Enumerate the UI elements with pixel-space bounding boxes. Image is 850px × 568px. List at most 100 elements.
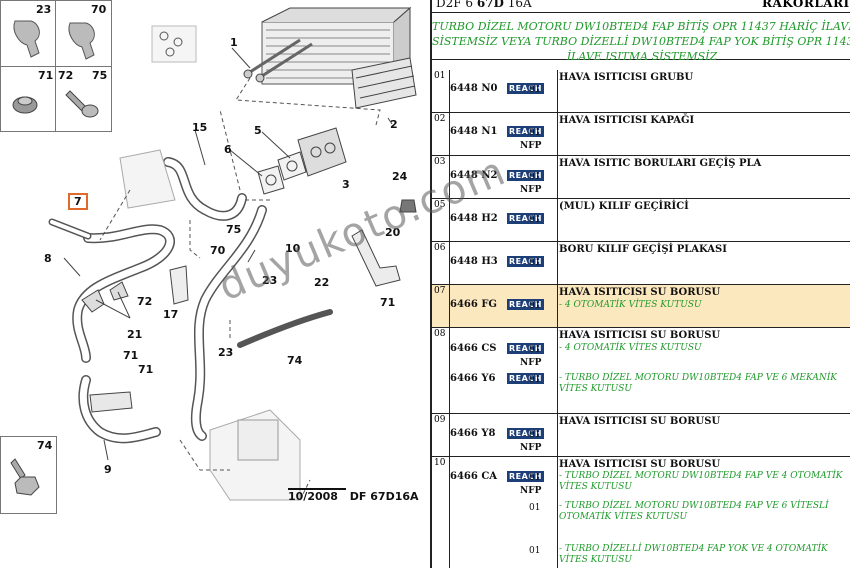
- thumb-part-70[interactable]: 70: [55, 0, 112, 68]
- quantity: 01: [529, 172, 541, 182]
- part-number[interactable]: 6448 H2: [450, 213, 498, 224]
- part-description: BORU KILIF GEÇİŞİ PLAKASI: [559, 244, 727, 255]
- reach-badge: REACH: [507, 428, 544, 439]
- applicability-note: TURBO DİZEL MOTORU DW10BTED4 FAP BİTİŞ O…: [432, 13, 850, 63]
- callout-70[interactable]: 70: [210, 244, 226, 257]
- thumb-label: 74: [37, 439, 53, 452]
- callout-71[interactable]: 71: [380, 296, 396, 309]
- part-number[interactable]: 6466 FG: [450, 299, 497, 310]
- catalog-title: RAKORLARI: [762, 0, 850, 10]
- nfp-label: NFP: [520, 185, 542, 195]
- bracket-20-drawing: [351, 229, 401, 287]
- callout-1[interactable]: 1: [230, 36, 238, 49]
- part-description: (MUL) KILIF GEÇİRİCİ: [559, 201, 689, 212]
- quantity: 01: [529, 345, 541, 355]
- part-applicability: - TURBO DİZEL MOTORU DW10BTED4 FAP VE 6 …: [559, 501, 829, 522]
- screw-icon: [65, 90, 99, 118]
- callout-7-highlighted[interactable]: 7: [68, 193, 88, 210]
- table-row[interactable]: 10 6466 CA REACH NFP 01 01 01 HAVA ISITI…: [432, 457, 850, 568]
- table-row[interactable]: 01 6448 N0 REACH 01 HAVA ISITICISI GRUBU: [432, 70, 850, 113]
- table-row[interactable]: 08 6466 CS REACH NFP 6466 Y6 REACH 01 01…: [432, 328, 850, 414]
- clip-icon: [13, 20, 40, 58]
- part-number[interactable]: 6466 Y8: [450, 428, 496, 439]
- part-applicability: - TURBO DİZELLİ DW10BTED4 FAP YOK VE 4 O…: [559, 544, 828, 565]
- callout-15[interactable]: 15: [192, 121, 208, 134]
- note-line: TURBO DİZEL MOTORU DW10BTED4 FAP BİTİŞ O…: [432, 20, 850, 33]
- part-number[interactable]: 6448 H3: [450, 256, 498, 267]
- quantity: 01: [529, 375, 541, 385]
- exploded-view-drawing: [48, 6, 417, 501]
- callout-5[interactable]: 5: [254, 124, 262, 137]
- reach-badge: REACH: [507, 373, 544, 384]
- row-index: 07: [432, 285, 450, 327]
- callout-10[interactable]: 10: [285, 242, 301, 255]
- part-number[interactable]: 6448 N2: [450, 170, 498, 181]
- callout-23[interactable]: 23: [262, 274, 278, 287]
- callout-6[interactable]: 6: [224, 143, 232, 156]
- catalog-header: D2F 6 67D 16A RAKORLARI: [432, 0, 850, 13]
- quantity: 01: [529, 128, 541, 138]
- row-index: 10: [432, 457, 450, 568]
- diagram-code: DF 67D16A: [349, 490, 419, 503]
- row-index: 09: [432, 414, 450, 456]
- quantity: 01: [529, 503, 541, 513]
- quantity: 01: [529, 473, 541, 483]
- part-description: HAVA ISITICISI SU BORUSU: [559, 416, 721, 427]
- nfp-label: NFP: [520, 141, 542, 151]
- reach-badge: REACH: [507, 299, 544, 310]
- callout-71[interactable]: 71: [123, 349, 139, 362]
- part-number[interactable]: 6466 CS: [450, 343, 497, 354]
- table-row[interactable]: 02 6448 N1 REACH NFP 01 HAVA ISITICISI K…: [432, 113, 850, 156]
- diagram-footer: 10/2008 DF 67D16A: [288, 488, 419, 503]
- reach-badge: REACH: [507, 83, 544, 94]
- thumb-label: 70: [91, 3, 107, 16]
- table-row-selected[interactable]: 07 6466 FG REACH 01 HAVA ISITICISI SU BO…: [432, 285, 850, 328]
- callout-9[interactable]: 9: [104, 463, 112, 476]
- row-index: 03: [432, 156, 450, 198]
- callout-17[interactable]: 17: [163, 308, 179, 321]
- callout-22[interactable]: 22: [314, 276, 330, 289]
- callout-71[interactable]: 71: [138, 363, 154, 376]
- table-row[interactable]: 03 6448 N2 REACH NFP 01 HAVA ISITIC BORU…: [432, 156, 850, 199]
- nut-icon: [12, 96, 38, 114]
- reach-badge: REACH: [507, 343, 544, 354]
- table-row[interactable]: 09 6466 Y8 REACH NFP 01 HAVA ISITICISI S…: [432, 414, 850, 457]
- part-applicability: - TURBO DİZEL MOTORU DW10BTED4 FAP VE 4 …: [559, 471, 843, 492]
- callout-75[interactable]: 75: [226, 223, 242, 236]
- callout-74[interactable]: 74: [287, 354, 303, 367]
- callout-20[interactable]: 20: [385, 226, 401, 239]
- table-row[interactable]: 06 6448 H3 REACH 01 BORU KILIF GEÇİŞİ PL…: [432, 242, 850, 285]
- callout-23[interactable]: 23: [218, 346, 234, 359]
- table-row[interactable]: 05 6448 H2 REACH 01 (MUL) KILIF GEÇİRİCİ: [432, 199, 850, 242]
- row-index: 02: [432, 113, 450, 155]
- part-number[interactable]: 6466 CA: [450, 471, 498, 482]
- callout-21[interactable]: 21: [127, 328, 143, 341]
- thumb-part-71[interactable]: 71: [0, 66, 57, 132]
- part-description: HAVA ISITICISI SU BORUSU: [559, 459, 721, 470]
- callout-8[interactable]: 8: [44, 252, 52, 265]
- reach-badge: REACH: [507, 256, 544, 267]
- quantity: 01: [529, 258, 541, 268]
- thumb-label: 71: [38, 69, 54, 82]
- callout-72[interactable]: 72: [137, 295, 153, 308]
- callout-24[interactable]: 24: [392, 170, 408, 183]
- part-number[interactable]: 6448 N0: [450, 83, 498, 94]
- part-number[interactable]: 6466 Y6: [450, 373, 496, 384]
- thumb-part-72-75[interactable]: 72 75: [55, 66, 112, 132]
- thumb-label: 72: [58, 69, 74, 82]
- part-description: HAVA ISITICISI SU BORUSU: [559, 330, 721, 341]
- thumb-part-74[interactable]: 74: [0, 436, 57, 514]
- nfp-label: NFP: [520, 486, 542, 496]
- catalog-code: D2F 6 67D 16A: [436, 0, 532, 10]
- thumb-part-23[interactable]: 23: [0, 0, 57, 68]
- row-index: 01: [432, 70, 450, 112]
- callout-2[interactable]: 2: [390, 118, 398, 131]
- pipe-22-drawing: [237, 309, 333, 348]
- part-number[interactable]: 6448 N1: [450, 126, 498, 137]
- row-index: 08: [432, 328, 450, 413]
- callout-3[interactable]: 3: [342, 178, 350, 191]
- quantity: 01: [529, 430, 541, 440]
- heater-core-drawing: [243, 6, 412, 85]
- part-description: HAVA ISITIC BORULARI GEÇİŞ PLA: [559, 158, 762, 169]
- part-applicability: - 4 OTOMATİK VİTES KUTUSU: [559, 300, 702, 310]
